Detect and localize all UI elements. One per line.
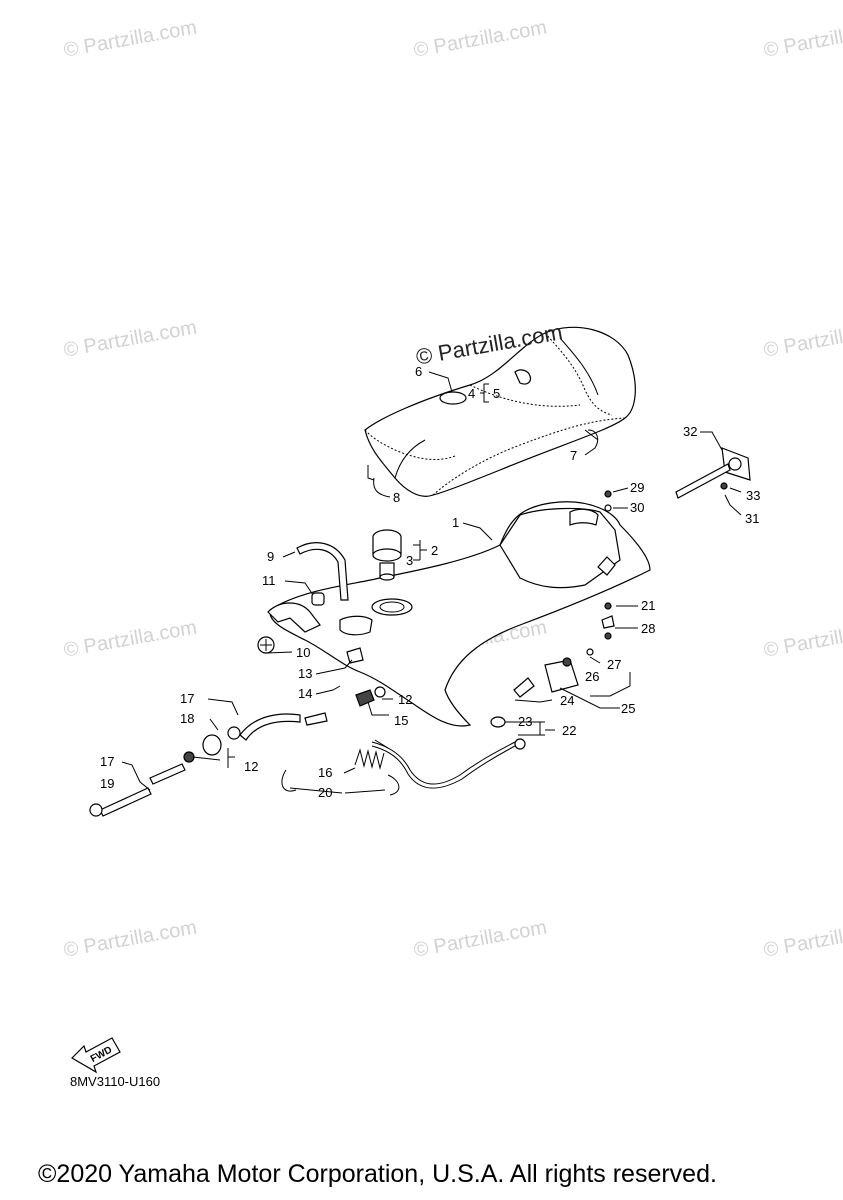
callout: 19: [100, 776, 114, 791]
callout: 13: [298, 666, 312, 681]
callout: 2: [431, 543, 438, 558]
callout: 31: [745, 511, 759, 526]
callout: 5: [493, 386, 500, 401]
nut: [604, 602, 612, 610]
fuel-tank: [267, 501, 651, 727]
diagram-code: 8MV3110-U160: [70, 1074, 161, 1089]
callouts: 1 2 3 4 5 6 7 8 9 10 11 12 12 12 13 14 1…: [100, 364, 760, 800]
callout: 22: [562, 723, 576, 738]
callout: 16: [318, 765, 332, 780]
cable: [371, 716, 526, 789]
callout: 12: [398, 692, 412, 707]
callout: 29: [630, 480, 644, 495]
callout: 7: [570, 448, 577, 463]
nut: [604, 632, 612, 640]
washer: [604, 504, 612, 512]
fuel-hose: [89, 712, 328, 817]
callout: 32: [683, 424, 697, 439]
breather-hose: [296, 542, 349, 601]
callout: 12: [244, 759, 258, 774]
spring: [354, 748, 385, 770]
copyright-text: ©2020 Yamaha Motor Corporation, U.S.A. A…: [38, 1160, 717, 1188]
callout: 21: [641, 598, 655, 613]
fuel-valve: [355, 689, 375, 707]
nut: [604, 490, 612, 498]
callout: 24: [560, 693, 574, 708]
callout: 26: [585, 669, 599, 684]
callout: 17: [100, 754, 114, 769]
leader-lines: [121, 371, 742, 794]
latch: [675, 447, 751, 499]
callout: 23: [518, 714, 532, 729]
callout: 20: [318, 785, 332, 800]
callout: 18: [180, 711, 194, 726]
callout: 14: [298, 686, 312, 701]
clamp: [387, 774, 400, 796]
fitting: [311, 592, 325, 606]
callout: 30: [630, 500, 644, 515]
seat: [364, 326, 636, 497]
callout: 28: [641, 621, 655, 636]
callout: 25: [621, 701, 635, 716]
callout: 1: [452, 515, 459, 530]
washer: [601, 615, 615, 629]
callout: 27: [607, 657, 621, 672]
sensor: [513, 648, 594, 698]
callout: 3: [406, 553, 413, 568]
callout: 8: [393, 490, 400, 505]
callout: 11: [262, 573, 276, 588]
fwd-arrow: FWD: [71, 1037, 121, 1074]
callout: 17: [180, 691, 194, 706]
filler-cap: [372, 529, 402, 581]
callout: 6: [415, 364, 422, 379]
clamp: [281, 769, 297, 792]
callout: 4: [468, 386, 475, 401]
callout: 33: [746, 488, 760, 503]
callout: 10: [296, 645, 310, 660]
callout: 15: [394, 713, 408, 728]
callout: 9: [267, 549, 274, 564]
